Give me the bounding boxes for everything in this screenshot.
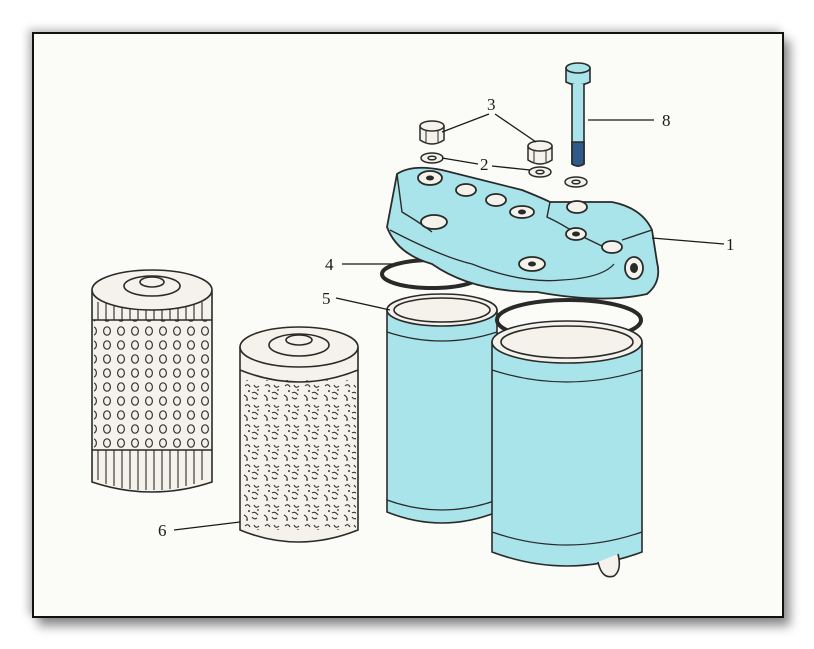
nut-left [419, 120, 445, 145]
filter-element-felt [239, 326, 359, 543]
washer-bolt [564, 176, 588, 188]
filter-housing-head [386, 166, 660, 300]
callout-6: 6 [158, 521, 167, 540]
callout-1: 1 [726, 235, 735, 254]
callout-2: 2 [480, 155, 489, 174]
filter-assembly-diagram: 3 2 8 1 4 5 6 [91, 62, 735, 578]
washer-left [420, 152, 444, 164]
bolt [565, 62, 591, 167]
filter-element-pleated [91, 269, 213, 493]
leader-lines [173, 113, 725, 531]
nut-right [527, 140, 553, 165]
callout-3: 3 [487, 95, 496, 114]
filter-bowl-front [491, 320, 643, 578]
callout-5: 5 [322, 289, 331, 308]
filter-bowl-rear [386, 293, 498, 524]
diagram-frame: 3 2 8 1 4 5 6 [32, 32, 784, 618]
washer-right [528, 166, 552, 178]
callout-4: 4 [325, 255, 334, 274]
callout-8: 8 [662, 111, 671, 130]
